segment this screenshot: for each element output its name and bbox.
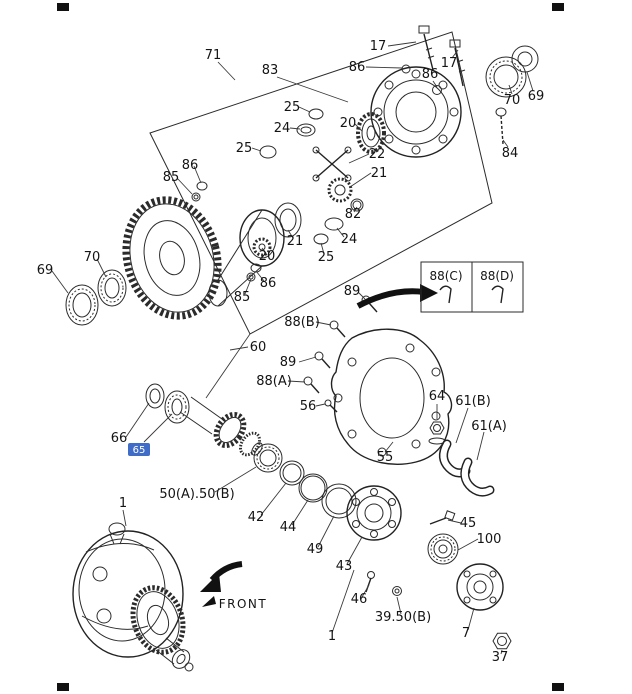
- bolt-17-left: [418, 25, 435, 71]
- left-bearing-70: [97, 269, 127, 307]
- part-label-88c: 88(C): [429, 269, 462, 283]
- part-label-56: 56: [300, 399, 317, 414]
- hub-flange: [356, 66, 462, 158]
- part-label-86-d: 86: [182, 158, 199, 173]
- part-label-25-b: 25: [236, 141, 253, 156]
- part-label-1-a: 1: [119, 496, 127, 511]
- selected-part-tag-65[interactable]: 65: [128, 443, 150, 456]
- pinion-assembly: [145, 383, 263, 457]
- part-label-17-b: 17: [441, 56, 458, 71]
- part-label-82: 82: [345, 207, 362, 222]
- hub-7: [456, 563, 504, 611]
- bolt-17-right: [449, 39, 466, 87]
- part-label-21-b: 21: [287, 234, 304, 249]
- bearing-100: [427, 533, 459, 565]
- part-label-85-a: 85: [163, 170, 180, 185]
- gear-cluster: [191, 108, 364, 282]
- clip-88d: [491, 285, 504, 304]
- part-label-24-a: 24: [274, 121, 291, 136]
- front-direction-arrow: [200, 561, 243, 607]
- nut-64: [428, 421, 446, 445]
- part-label-69-a: 69: [528, 89, 545, 104]
- bolt-84: [495, 107, 507, 145]
- part-label-24-b: 24: [341, 232, 358, 247]
- part-label-42: 42: [248, 510, 265, 525]
- part-label-71: 71: [205, 48, 222, 63]
- part-label-88a: 88(A): [256, 374, 292, 389]
- washer-86-left: [401, 64, 411, 74]
- part-label-100: 100: [477, 532, 502, 547]
- part-label-89-a: 89: [344, 284, 361, 299]
- part-label-84: 84: [502, 146, 519, 161]
- part-label-1-b: 1: [328, 629, 336, 644]
- part-label-45: 45: [460, 516, 477, 531]
- part-label-83: 83: [262, 63, 279, 78]
- left-bearing-69: [65, 284, 99, 326]
- part-label-86-a: 86: [349, 60, 366, 75]
- lower-parts-row: [253, 443, 512, 650]
- part-label-17-a: 17: [370, 39, 387, 54]
- part-label-70-b: 70: [84, 250, 101, 265]
- clip-88c: [439, 285, 452, 304]
- carrier-screws: [303, 295, 378, 413]
- part-label-60: 60: [250, 340, 267, 355]
- part-label-55: 55: [377, 450, 394, 465]
- part-label-25-a: 25: [284, 100, 301, 115]
- part-label-88b: 88(B): [284, 315, 320, 330]
- part-label-25-c: 25: [318, 250, 335, 265]
- part-label-20-a: 20: [340, 116, 357, 131]
- part-label-21-a: 21: [371, 166, 388, 181]
- part-label-44: 44: [280, 520, 297, 535]
- part-label-85-b: 85: [234, 290, 251, 305]
- part-label-49: 49: [307, 542, 324, 557]
- part-label-61b: 61(B): [455, 394, 491, 409]
- carrier-housing-55: [330, 328, 453, 465]
- bolt-45: [429, 510, 456, 525]
- companion-flange-43: [346, 485, 402, 541]
- part-label-88d: 88(D): [480, 269, 514, 283]
- washer-86-right: [432, 85, 442, 95]
- part-label-69-b: 69: [37, 263, 54, 278]
- exploded-view-box: [149, 31, 493, 335]
- part-label-61a: 61(A): [471, 419, 507, 434]
- part-label-50ab: 50(A).50(B): [159, 487, 234, 502]
- spider-cross: [312, 146, 352, 182]
- direction-arrow-housing: [356, 284, 438, 309]
- part-label-22: 22: [369, 147, 386, 162]
- part-label-7: 7: [462, 626, 470, 641]
- right-bearing-69-70: [485, 45, 539, 98]
- hook-61a: [460, 457, 495, 497]
- nut-37: [492, 632, 512, 650]
- selected-part-tag-bg[interactable]: [128, 443, 150, 456]
- part-label-20-b: 20: [259, 249, 276, 264]
- inset-box-88cd: [420, 261, 524, 313]
- part-label-39-50b: 39.50(B): [375, 610, 431, 625]
- part-label-37: 37: [492, 650, 509, 665]
- bevel-gear-20: [356, 112, 386, 154]
- stud-39: [392, 586, 402, 596]
- part-label-70-a: 70: [504, 93, 521, 108]
- front-label: FRONT: [219, 597, 268, 611]
- part-label-46: 46: [351, 592, 368, 607]
- part-label-43: 43: [336, 559, 353, 574]
- corner-marks: [57, 3, 564, 691]
- diff-case-cone: [208, 209, 285, 307]
- part-label-86-b: 86: [422, 67, 439, 82]
- assembled-differential: [72, 522, 194, 672]
- part-labels: 17 86 71 83 17 86 70 69 84 25 24 20 25 2…: [37, 39, 545, 665]
- part-label-64: 64: [429, 389, 446, 404]
- bolt-46: [365, 571, 375, 593]
- part-label-66: 66: [111, 431, 128, 446]
- ring-gear: [122, 196, 222, 320]
- part-label-89-b: 89: [280, 355, 297, 370]
- part-label-86-c: 86: [260, 276, 277, 291]
- part-label-65[interactable]: 65: [133, 445, 146, 456]
- leader-lines: [51, 41, 534, 655]
